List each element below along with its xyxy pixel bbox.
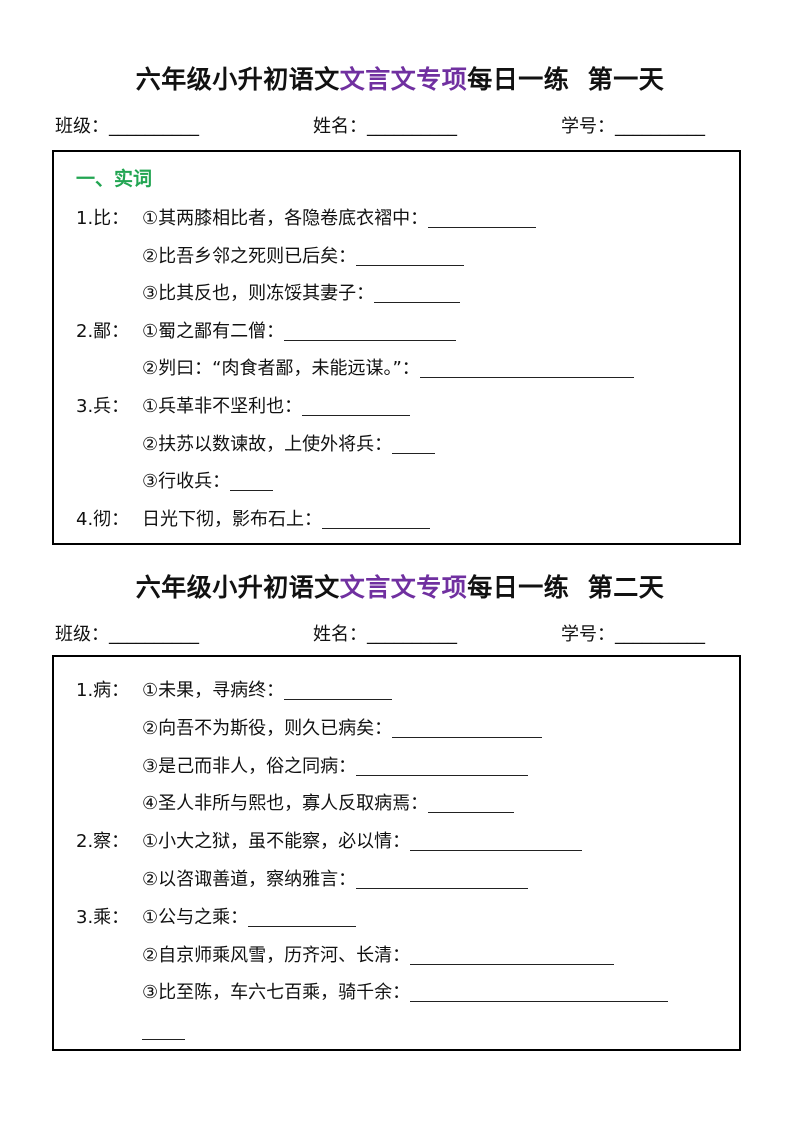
day2-section: 六年级小升初语文文言文专项每日一练 第二天 班级：__________ 姓名：_…: [0, 566, 800, 1051]
question-row: ④圣人非所与熙也，寡人反取病焉：: [76, 785, 729, 823]
question-text: ④圣人非所与熙也，寡人反取病焉：: [142, 793, 429, 815]
day1-title: 六年级小升初语文文言文专项每日一练 第一天: [0, 58, 800, 102]
question-text: ③行收兵：: [142, 471, 231, 493]
question-text: ③比至陈，车六七百乘，骑千余：: [142, 982, 411, 1004]
answer-blank[interactable]: [419, 357, 634, 379]
answer-blank[interactable]: [356, 245, 465, 266]
day1-title-highlight: 文言文专项: [339, 65, 468, 94]
question-text: 日光下彻，影布石上：: [142, 508, 322, 530]
answer-blank[interactable]: [410, 981, 669, 1003]
day1-name-field[interactable]: 姓名：__________: [313, 116, 457, 137]
day2-question-list: 1.病： ①未果，寻病终： ②向吾不为斯役，则久已病矣： ③是己而非人，俗之同病：…: [76, 672, 729, 1050]
answer-blank[interactable]: [230, 470, 274, 492]
answer-blank-continued[interactable]: [142, 1019, 185, 1041]
day2-number-field[interactable]: 学号：__________: [561, 624, 705, 645]
answer-blank[interactable]: [428, 792, 515, 814]
day2-title-highlight: 文言文专项: [339, 573, 468, 602]
day2-title-part-a: 六年级小升初语文: [135, 573, 340, 602]
question-number: 4.彻：: [76, 508, 130, 530]
answer-blank[interactable]: [410, 830, 583, 852]
day1-number-field[interactable]: 学号：__________: [561, 116, 705, 137]
question-row: 3.乘： ①公与之乘：: [76, 899, 729, 937]
question-text: ③比其反也，则冻馁其妻子：: [142, 283, 375, 305]
question-row: 2.察： ①小大之狱，虽不能察，必以情：: [76, 823, 729, 861]
question-row: 1.病： ①未果，寻病终：: [76, 672, 729, 710]
question-text: ①其两膝相比者，各隐卷底衣褶中：: [142, 208, 429, 229]
question-text: ②以咨诹善道，察纳雅言：: [142, 868, 357, 890]
question-text: ①未果，寻病终：: [142, 680, 285, 701]
question-text: ①公与之乘：: [142, 906, 249, 928]
question-text: ①小大之狱，虽不能察，必以情：: [142, 831, 411, 853]
answer-blank[interactable]: [392, 717, 543, 738]
day2-question-box: 1.病： ①未果，寻病终： ②向吾不为斯役，则久已病矣： ③是己而非人，俗之同病：…: [52, 655, 741, 1051]
question-text: ①兵革非不坚利也：: [142, 395, 303, 417]
answer-blank[interactable]: [392, 433, 436, 454]
answer-blank[interactable]: [284, 679, 393, 700]
day2-title: 六年级小升初语文文言文专项每日一练 第二天: [0, 566, 800, 610]
question-text: ③是己而非人，俗之同病：: [142, 755, 357, 777]
question-row: 4.彻： 日光下彻，影布石上：: [76, 501, 729, 539]
day2-info-row: 班级：__________ 姓名：__________ 学号：_________…: [0, 620, 800, 654]
question-row: 1.比： ①其两膝相比者，各隐卷底衣褶中：: [76, 200, 729, 238]
question-text: ②比吾乡邻之死则已后矣：: [142, 245, 357, 267]
day1-class-field[interactable]: 班级：__________: [55, 116, 199, 137]
question-row: ③比至陈，车六七百乘，骑千余：: [76, 974, 729, 1012]
question-row: ②以咨诹善道，察纳雅言：: [76, 861, 729, 899]
question-row: 2.鄙： ①蜀之鄙有二僧：: [76, 313, 729, 351]
answer-blank[interactable]: [284, 320, 457, 341]
question-row: ②刿曰：“肉食者鄙，未能远谋。”：: [76, 350, 729, 388]
question-number: 3.乘：: [76, 906, 130, 928]
question-row: ③比其反也，则冻馁其妻子：: [76, 275, 729, 313]
question-row: 3.兵： ①兵革非不坚利也：: [76, 388, 729, 426]
answer-blank[interactable]: [356, 755, 529, 776]
question-row-continued: [76, 1012, 729, 1050]
question-row: ②比吾乡邻之死则已后矣：: [76, 238, 729, 276]
answer-blank[interactable]: [356, 868, 529, 889]
day1-title-part-b: 每日一练: [467, 65, 570, 94]
question-text: ②自京师乘风雪，历齐河、长清：: [142, 944, 411, 966]
day1-title-day: 第一天: [587, 65, 665, 94]
answer-blank[interactable]: [302, 395, 411, 416]
day1-question-box: 一、实词 1.比： ①其两膝相比者，各隐卷底衣褶中： ②比吾乡邻之死则已后矣： ③…: [52, 150, 741, 545]
day2-class-field[interactable]: 班级：__________: [55, 624, 199, 645]
answer-blank[interactable]: [428, 207, 537, 228]
question-number: 1.比：: [76, 208, 130, 229]
question-number: 2.察：: [76, 831, 130, 853]
question-number: 3.兵：: [76, 395, 130, 417]
question-row: ②扶苏以数谏故，上使外将兵：: [76, 426, 729, 464]
question-text: ②刿曰：“肉食者鄙，未能远谋。”：: [142, 358, 420, 380]
day2-title-part-b: 每日一练: [467, 573, 570, 602]
question-row: ②自京师乘风雪，历齐河、长清：: [76, 937, 729, 975]
day1-question-list: 1.比： ①其两膝相比者，各隐卷底衣褶中： ②比吾乡邻之死则已后矣： ③比其反也，…: [76, 200, 729, 538]
day1-info-row: 班级：__________ 姓名：__________ 学号：_________…: [0, 112, 800, 146]
question-text: ②扶苏以数谏故，上使外将兵：: [142, 433, 393, 455]
question-row: ③是己而非人，俗之同病：: [76, 748, 729, 786]
question-text: ②向吾不为斯役，则久已病矣：: [142, 717, 393, 739]
section-heading: 一、实词: [76, 168, 153, 190]
answer-blank[interactable]: [410, 944, 615, 965]
day1-title-part-a: 六年级小升初语文: [135, 65, 340, 94]
day2-title-day: 第二天: [587, 573, 665, 602]
question-row: ③行收兵：: [76, 463, 729, 501]
day1-section: 六年级小升初语文文言文专项每日一练 第一天 班级：__________ 姓名：_…: [0, 58, 800, 545]
answer-blank[interactable]: [374, 282, 461, 304]
question-row: ②向吾不为斯役，则久已病矣：: [76, 710, 729, 748]
question-text: ①蜀之鄙有二僧：: [142, 320, 285, 342]
question-number: 1.病：: [76, 680, 130, 701]
question-number: 2.鄙：: [76, 320, 130, 342]
answer-blank[interactable]: [248, 906, 357, 927]
answer-blank[interactable]: [322, 508, 430, 529]
day2-name-field[interactable]: 姓名：__________: [313, 624, 457, 645]
